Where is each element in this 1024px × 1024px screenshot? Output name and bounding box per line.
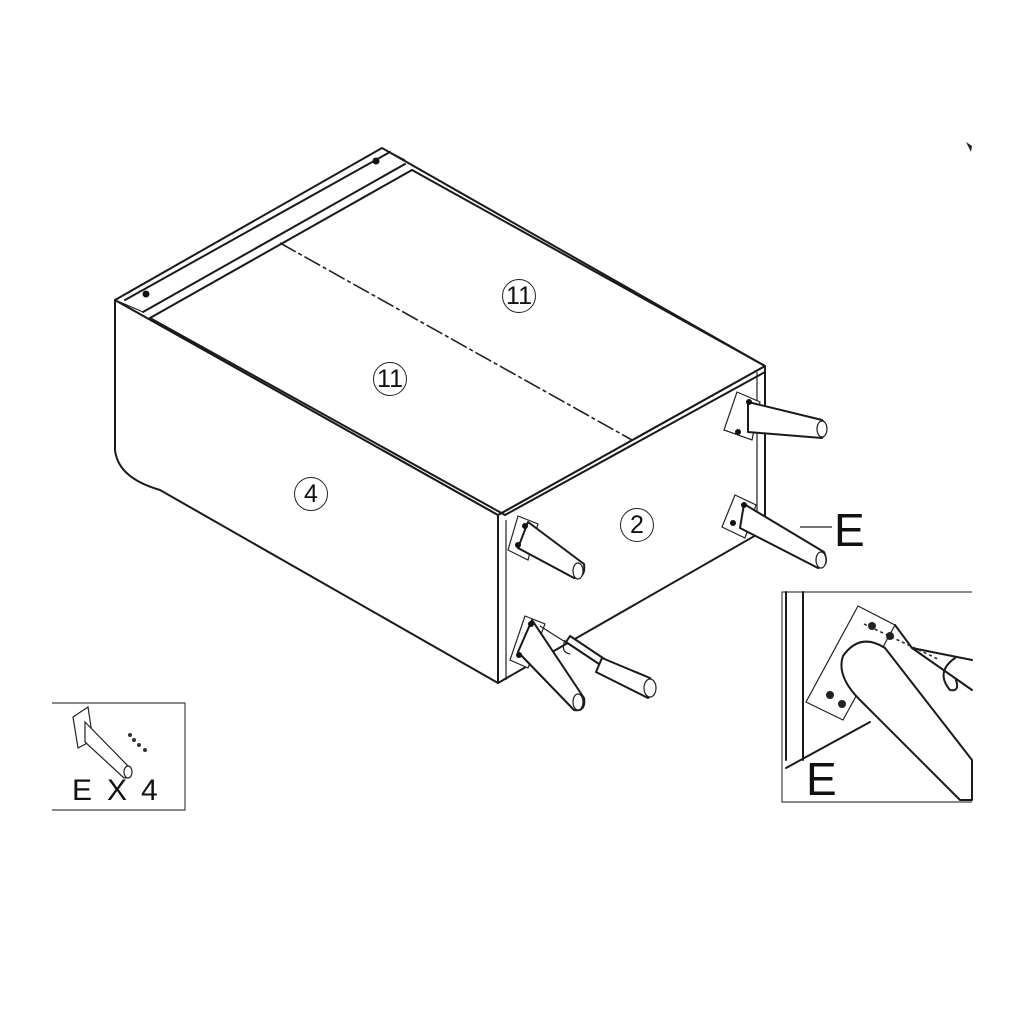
parts-box	[52, 702, 186, 811]
leg-top-right	[723, 391, 828, 441]
leg-bottom-left	[509, 615, 586, 712]
corner-mark	[966, 142, 972, 152]
parts-box-quantity: 4	[141, 774, 158, 807]
leg-bottom-right	[721, 494, 827, 569]
detail-inset	[781, 591, 973, 803]
parts-box-part: E	[72, 774, 93, 807]
part-label-side-panel: 4	[294, 477, 328, 511]
screwdriver	[539, 625, 657, 699]
part-label-top-panel-left: 11	[373, 362, 407, 396]
leg-top-left	[507, 515, 586, 580]
leg-callout-label: E	[834, 504, 865, 556]
cabinet-box	[114, 147, 766, 684]
part-label-top-panel-right: 11	[502, 279, 536, 313]
parts-box-multiplier: X	[107, 774, 128, 807]
part-label-end-panel: 2	[620, 508, 654, 542]
inset-detail-label: E	[806, 753, 837, 805]
